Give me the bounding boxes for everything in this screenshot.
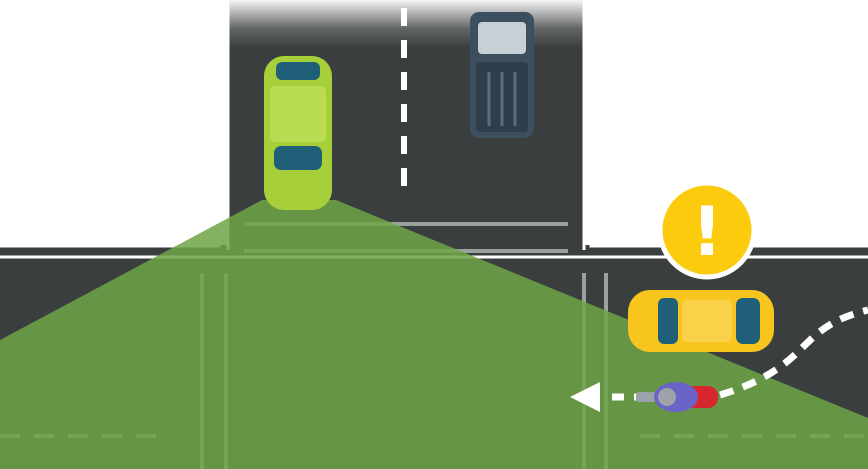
green-car <box>264 56 332 210</box>
pickup-truck <box>470 12 534 138</box>
exclamation-icon: ! <box>691 193 722 272</box>
curb-left <box>0 0 218 245</box>
yellow-car <box>628 290 774 352</box>
alert-badge: ! <box>660 183 754 277</box>
